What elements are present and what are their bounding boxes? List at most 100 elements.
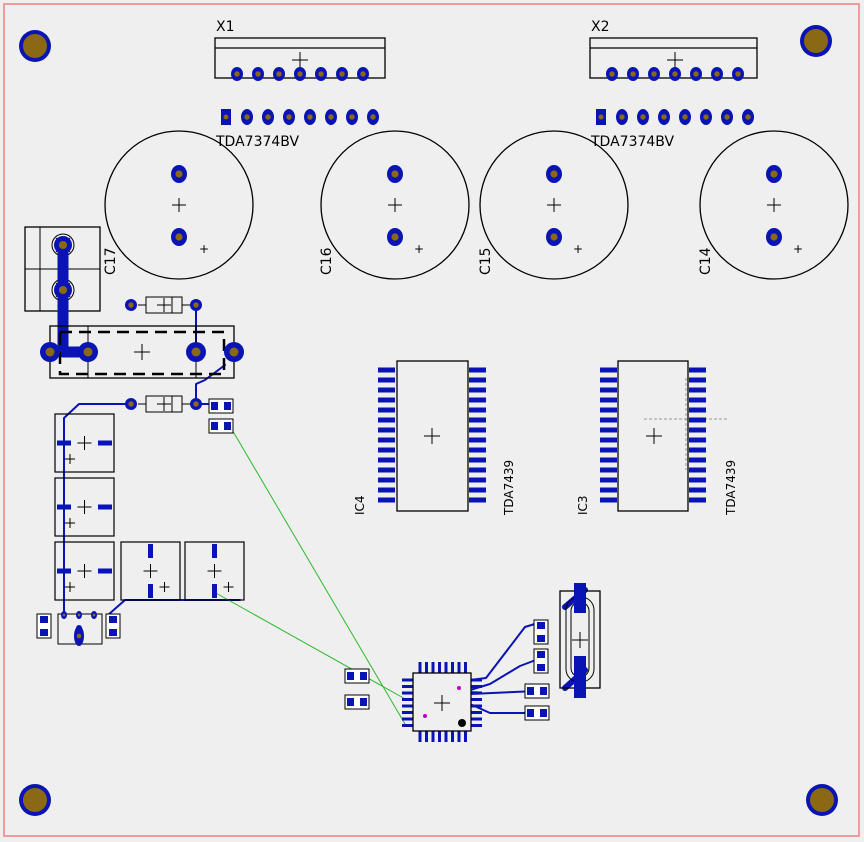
ic-pin bbox=[469, 437, 486, 443]
smd-resistor bbox=[344, 668, 370, 684]
smd-capacitor bbox=[54, 541, 115, 601]
ic-row-x1: TDA7374BV bbox=[215, 109, 379, 150]
x1-part-label: TDA7374BV bbox=[215, 134, 299, 150]
connector-pin bbox=[252, 67, 264, 81]
connector-pin bbox=[627, 67, 639, 81]
ic-pin bbox=[600, 467, 617, 473]
capacitor-pad bbox=[387, 165, 403, 183]
smd-resistor bbox=[105, 613, 121, 639]
smd-resistor bbox=[533, 619, 549, 645]
ic-pin bbox=[689, 407, 706, 413]
qfp-pin bbox=[431, 731, 435, 742]
qfp-pin bbox=[471, 678, 482, 682]
ic-pin bbox=[378, 447, 395, 453]
ic-pin bbox=[600, 477, 617, 483]
diode-pad bbox=[190, 398, 202, 410]
ic3-ref-label: IC3 bbox=[576, 495, 590, 515]
ic-pin bbox=[600, 397, 617, 403]
ic-pin bbox=[378, 377, 395, 383]
bridge-pad bbox=[40, 342, 60, 362]
connector-pin bbox=[336, 67, 348, 81]
crystal bbox=[559, 583, 601, 698]
capacitor-pads bbox=[171, 165, 782, 246]
qfp-pin bbox=[402, 724, 413, 727]
square-capacitors bbox=[54, 413, 245, 601]
ic-pin bbox=[689, 397, 706, 403]
ic-pin bbox=[469, 397, 486, 403]
ic-pin bbox=[600, 497, 617, 503]
qfp-pin bbox=[471, 698, 482, 701]
capacitor-pad bbox=[171, 228, 187, 246]
smd-resistor bbox=[208, 398, 234, 414]
svg-text:+: + bbox=[793, 242, 803, 256]
connector-pin bbox=[606, 67, 618, 81]
ic-pin bbox=[469, 447, 486, 453]
c16-ref-label: C16 bbox=[319, 247, 335, 275]
smd-resistor bbox=[524, 705, 550, 721]
smd-resistor bbox=[208, 418, 234, 434]
ic-pin-1 bbox=[221, 109, 231, 125]
ic3-tda7439: IC3 TDA7439 bbox=[576, 360, 738, 516]
ic-pin bbox=[600, 427, 617, 433]
connector-pin bbox=[669, 67, 681, 81]
qfp-pin bbox=[471, 685, 482, 688]
ic-pin bbox=[378, 417, 395, 423]
ic-pin-1 bbox=[596, 109, 606, 125]
smd-resistor bbox=[344, 694, 370, 710]
svg-text:+: + bbox=[573, 242, 583, 256]
ic-pin bbox=[600, 447, 617, 453]
ic-pin bbox=[689, 387, 706, 393]
ic-pin bbox=[469, 457, 486, 463]
ic-pin bbox=[304, 109, 316, 125]
ic-pin bbox=[378, 457, 395, 463]
ic-pin bbox=[378, 487, 395, 493]
ic-pin bbox=[721, 109, 733, 125]
ic-pin bbox=[378, 477, 395, 483]
qfp-pin bbox=[471, 704, 482, 708]
capacitor-pad bbox=[766, 165, 782, 183]
diode-lower bbox=[138, 395, 190, 413]
diode-pad bbox=[190, 299, 202, 311]
capacitor-c15: + C15 bbox=[478, 130, 629, 280]
ic-pin bbox=[679, 109, 691, 125]
ic-pin bbox=[378, 437, 395, 443]
smd-resistor bbox=[36, 613, 52, 639]
qfp-pin bbox=[402, 698, 413, 701]
connector-x2: X2 bbox=[589, 19, 758, 81]
qfp-pin bbox=[402, 678, 413, 682]
ic-pin bbox=[469, 377, 486, 383]
diode-pad bbox=[125, 398, 137, 410]
ic-pin bbox=[378, 367, 395, 373]
ic-pin bbox=[689, 417, 706, 423]
ic-pin bbox=[616, 109, 628, 125]
ic-pin bbox=[600, 417, 617, 423]
ic-pin bbox=[367, 109, 379, 125]
ic-pin bbox=[469, 477, 486, 483]
smd-resistor bbox=[533, 648, 549, 674]
qfp-pin bbox=[402, 717, 413, 721]
transistor-pad bbox=[76, 611, 82, 619]
qfp-pin bbox=[425, 662, 428, 673]
ic-pin bbox=[600, 407, 617, 413]
qfp-pin bbox=[425, 731, 428, 742]
ic-pin bbox=[262, 109, 274, 125]
smd-pads bbox=[36, 398, 550, 721]
terminal-pad bbox=[54, 281, 72, 299]
qfp-pin bbox=[451, 662, 454, 673]
qfp-pin bbox=[464, 662, 467, 673]
ic-row-x2: TDA7374BV bbox=[590, 109, 754, 150]
qfp-pin bbox=[402, 704, 413, 708]
ic-pin bbox=[378, 397, 395, 403]
qfp-pin bbox=[471, 711, 482, 714]
capacitor-pad bbox=[171, 165, 187, 183]
capacitor-c17: + C17 bbox=[103, 130, 254, 280]
ic-pin bbox=[378, 427, 395, 433]
qfp-pin bbox=[402, 685, 413, 688]
ic-pin bbox=[241, 109, 253, 125]
terminal-pad bbox=[54, 236, 72, 254]
connector-x1: X1 bbox=[214, 19, 386, 81]
smd-resistor bbox=[524, 683, 550, 699]
ic4-ref-label: IC4 bbox=[353, 495, 367, 515]
c17-ref-label: C17 bbox=[103, 247, 119, 275]
qfp-pin bbox=[438, 662, 441, 673]
